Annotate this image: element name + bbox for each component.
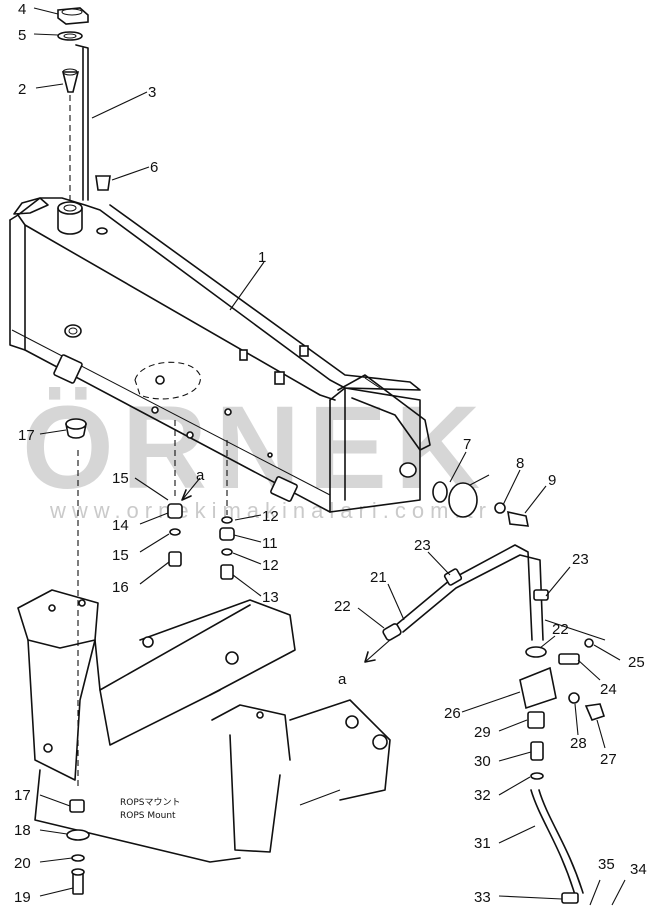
- rops-mount-label-en: ROPS Mount: [120, 811, 176, 821]
- callout-labels: 4 5 2 3 6 1 17 15 14 15 16 12 11 12 13 a…: [14, 1, 647, 906]
- callout-15-top: 15: [112, 470, 129, 487]
- callout-4: 4: [18, 1, 26, 18]
- callout-24: 24: [600, 681, 617, 698]
- cap-assembly: [57, 7, 111, 201]
- callout-5: 5: [18, 27, 26, 44]
- callout-30: 30: [474, 753, 491, 770]
- callout-3: 3: [148, 84, 156, 101]
- callout-7: 7: [463, 436, 471, 453]
- callout-2: 2: [18, 81, 26, 98]
- callout-27: 27: [600, 751, 617, 768]
- callout-21: 21: [370, 569, 387, 586]
- callout-22-right: 22: [552, 621, 569, 638]
- callout-31: 31: [474, 835, 491, 852]
- callout-16: 16: [112, 579, 129, 596]
- callout-25: 25: [628, 654, 645, 671]
- callout-17-top: 17: [18, 427, 35, 444]
- callout-12-bottom: 12: [262, 557, 279, 574]
- frame-rops-mount: [17, 589, 391, 863]
- callout-26: 26: [444, 705, 461, 722]
- callout-15-bottom: 15: [112, 547, 129, 564]
- fuel-hose: [364, 544, 606, 663]
- callout-9: 9: [548, 472, 556, 489]
- leader-lines: [33, 7, 621, 900]
- callout-35: 35: [598, 856, 615, 873]
- callout-18: 18: [14, 822, 31, 839]
- callout-32: 32: [474, 787, 491, 804]
- callout-28: 28: [570, 735, 587, 752]
- callout-1: 1: [258, 249, 266, 266]
- drain-fittings: [167, 420, 235, 580]
- valve-assembly: [519, 638, 606, 780]
- rops-mount-label-jp: ROPSマウント: [120, 797, 180, 808]
- callout-23-right: 23: [572, 551, 589, 568]
- callout-13: 13: [262, 589, 279, 606]
- callout-6: 6: [150, 159, 158, 176]
- callout-19: 19: [14, 889, 31, 906]
- watermark: ÖRNEK www.ornekimakinalari.com.tr: [22, 382, 492, 523]
- drain-hose: [530, 789, 626, 906]
- view-a-marker-top: a: [196, 467, 205, 484]
- view-a-marker-bottom: a: [338, 671, 347, 688]
- callout-33: 33: [474, 889, 491, 906]
- callout-8: 8: [516, 455, 524, 472]
- callout-29: 29: [474, 724, 491, 741]
- callout-34: 34: [630, 861, 647, 878]
- fuel-tank: [9, 197, 431, 513]
- flange-parts: [432, 481, 529, 527]
- callout-17-bottom: 17: [14, 787, 31, 804]
- mount-hardware: [66, 799, 90, 895]
- callout-23-left: 23: [414, 537, 431, 554]
- callout-22-left: 22: [334, 598, 351, 615]
- watermark-url: www.ornekimakinalari.com.tr: [49, 498, 492, 523]
- callout-14: 14: [112, 517, 129, 534]
- callout-11: 11: [262, 535, 278, 552]
- callout-12-top: 12: [262, 508, 279, 525]
- callout-20: 20: [14, 855, 31, 872]
